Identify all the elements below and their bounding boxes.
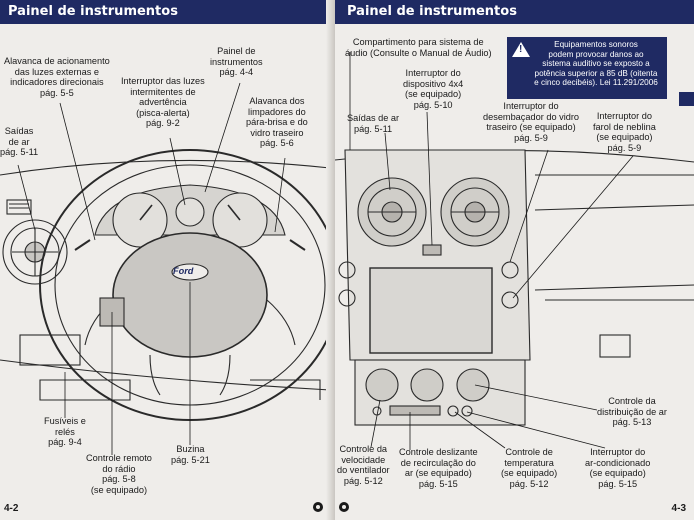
callout-controle-radio: Controle remoto do rádio pág. 5-8 (se eq… bbox=[86, 453, 152, 495]
callout-velocidade-ventilador: Controle da velocidade do ventilador pág… bbox=[337, 444, 390, 486]
warning-box: Equipamentos sonoros podem provocar dano… bbox=[507, 37, 667, 99]
callout-distribuicao-ar: Controle da distribuição de ar pág. 5-13 bbox=[597, 396, 667, 428]
callout-saidas-ar-right: Saídas de ar pág. 5-11 bbox=[347, 113, 400, 134]
center-console-illustration bbox=[335, 52, 694, 450]
steering-wheel-illustration bbox=[0, 82, 341, 455]
callout-ar-condicionado: Interruptor do ar-condicionado (se equip… bbox=[585, 447, 651, 489]
right-page-number: 4-3 bbox=[671, 503, 686, 514]
callout-interruptor-luzes: Interruptor das luzes intermitentes de a… bbox=[121, 76, 205, 129]
callout-alavanca-luzes: Alavanca de acionamento das luzes extern… bbox=[4, 56, 110, 98]
callout-alavanca-limpadores: Alavanca dos limpadores do pára-brisa e … bbox=[246, 96, 308, 149]
left-page: Painel de instrumentos bbox=[0, 0, 343, 520]
left-page-number: 4-2 bbox=[4, 503, 19, 514]
warning-triangle-icon bbox=[512, 42, 530, 57]
right-page: Painel de instrumentos bbox=[335, 0, 694, 520]
callout-desembacador: Interruptor do desembaçador do vidro tra… bbox=[483, 101, 580, 143]
left-page-header: Painel de instrumentos bbox=[0, 0, 326, 24]
callout-interruptor-4x4: Interruptor do dispositivo 4x4 (se equip… bbox=[403, 68, 464, 110]
ford-logo: Ford bbox=[173, 266, 194, 276]
callout-fusiveis: Fusíveis e relés pág. 9-4 bbox=[44, 416, 86, 448]
callout-recirculacao: Controle deslizante de recirculação do a… bbox=[399, 447, 478, 489]
callout-buzina: Buzina pág. 5-21 bbox=[171, 444, 210, 465]
section-tab bbox=[679, 92, 694, 106]
callout-compartimento: Compartimento para sistema de áudio (Con… bbox=[345, 37, 492, 58]
gear-icon bbox=[313, 502, 323, 512]
callout-farol-neblina: Interruptor do farol de neblina (se equi… bbox=[593, 111, 656, 153]
gear-icon-right bbox=[339, 502, 349, 512]
callout-temperatura: Controle de temperatura (se equipado) pá… bbox=[501, 447, 558, 489]
callout-painel-instrumentos: Painel de instrumentos pág. 4-4 bbox=[210, 46, 263, 78]
callout-saidas-ar: Saídas de ar pág. 5-11 bbox=[0, 126, 39, 158]
right-page-header: Painel de instrumentos bbox=[335, 0, 694, 24]
